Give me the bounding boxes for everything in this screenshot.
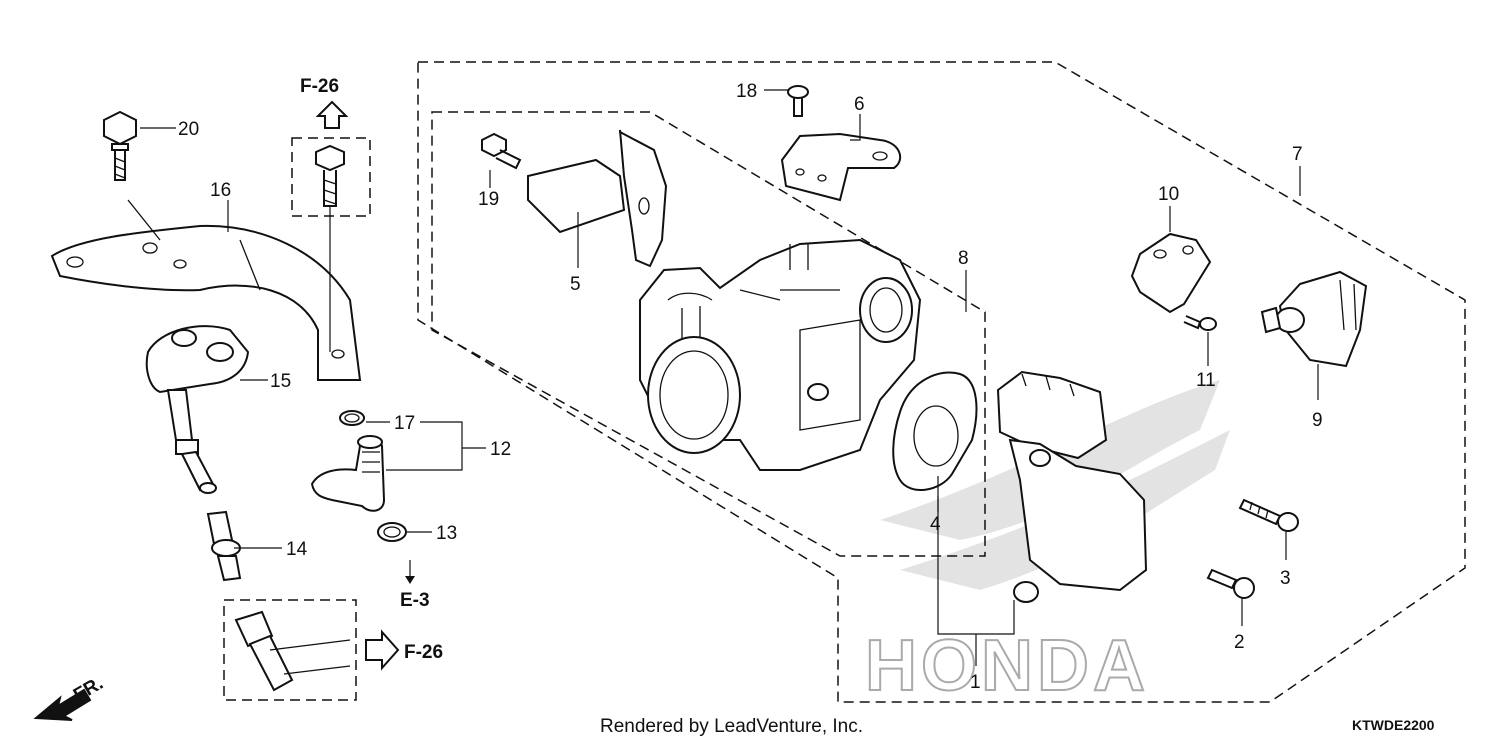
part-4-gasket — [892, 371, 978, 492]
assembly-8-outline — [431, 111, 986, 557]
callout-15: 15 — [270, 371, 291, 392]
callout-13: 13 — [436, 523, 457, 544]
callout-8: 8 — [958, 248, 969, 269]
down-arrow-icon — [405, 576, 415, 584]
callout-16: 16 — [210, 180, 231, 201]
callout-9: 9 — [1312, 410, 1323, 431]
ref-f26-top: F-26 — [300, 76, 339, 97]
callout-1: 1 — [970, 672, 981, 693]
callout-4: 4 — [930, 514, 941, 535]
callout-19: 19 — [478, 189, 499, 210]
right-arrow-icon — [365, 629, 400, 671]
part-17-oring — [339, 410, 365, 426]
part-ref-box-top-bolt — [315, 144, 345, 352]
callout-12: 12 — [490, 439, 511, 460]
part-16-bracket — [50, 199, 362, 381]
part-11-screw — [1183, 315, 1217, 331]
part-18-screw — [787, 85, 809, 117]
up-arrow-icon — [315, 100, 349, 129]
callout-20: 20 — [178, 119, 199, 140]
part-1-module — [996, 370, 1148, 603]
callout-11: 11 — [1196, 370, 1216, 391]
callout-18: 18 — [736, 81, 757, 102]
part-13-oring — [377, 522, 407, 542]
front-arrow-icon — [33, 688, 92, 721]
callout-2: 2 — [1234, 632, 1245, 653]
part-19-screw — [481, 132, 522, 170]
assembly-7-outline — [417, 61, 1466, 703]
part-3-bolt — [1238, 498, 1299, 532]
part-12-sensor — [310, 435, 386, 512]
part-14-connector — [206, 510, 242, 582]
ref-e3: E-3 — [400, 590, 430, 611]
part-10-plate — [1130, 232, 1212, 314]
callout-14: 14 — [286, 539, 308, 560]
leader-lines — [140, 89, 1319, 666]
ref-f26-bottom: F-26 — [404, 642, 443, 663]
callout-10: 10 — [1158, 184, 1179, 205]
ref-box-bottom — [223, 599, 357, 701]
part-15-holder — [145, 325, 250, 494]
part-20-bolt — [103, 110, 137, 181]
part-6-bracket — [780, 132, 902, 202]
part-ref-box-bottom — [234, 610, 351, 692]
part-2-bolt — [1206, 568, 1255, 599]
callout-17: 17 — [394, 413, 415, 434]
callout-5: 5 — [570, 274, 581, 295]
part-9-sensor — [1260, 270, 1368, 368]
throttle-body — [639, 238, 922, 471]
callout-6: 6 — [854, 94, 865, 115]
part-5-cover — [527, 129, 668, 268]
watermark-text: HONDA — [865, 626, 1149, 706]
callout-3: 3 — [1280, 568, 1291, 589]
callout-7: 7 — [1292, 144, 1303, 165]
footer-credit: Rendered by LeadVenture, Inc. — [600, 716, 863, 737]
ref-box-top — [291, 137, 371, 217]
diagram-code: KTWDE2200 — [1352, 717, 1435, 733]
